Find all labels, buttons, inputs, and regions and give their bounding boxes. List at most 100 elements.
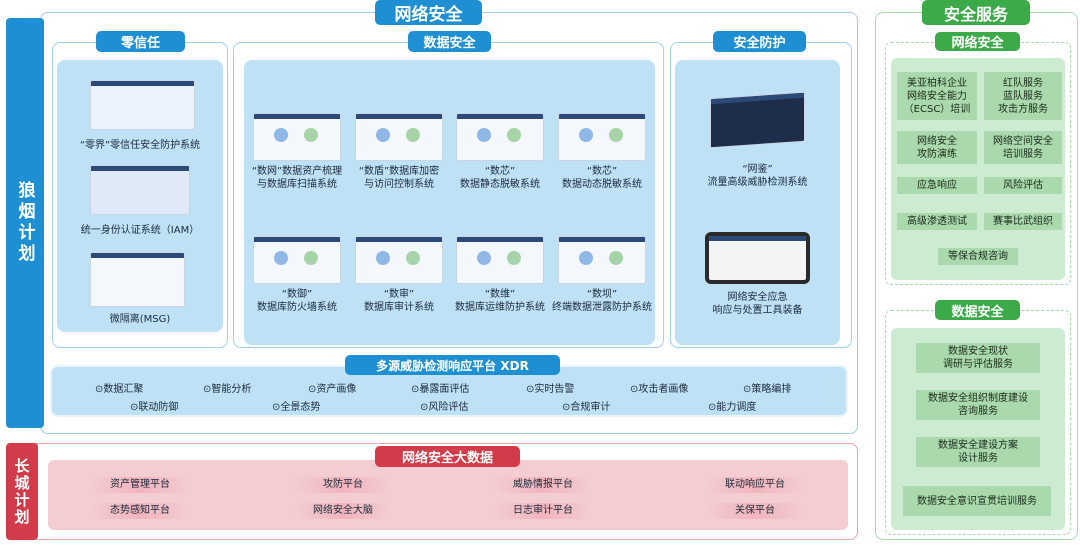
item-name: “数坝” (586, 289, 618, 300)
bigdata-platform[interactable]: 资产管理平台 (90, 477, 190, 493)
circle-dot-icon: ⊙ (203, 384, 212, 395)
item-name: “数御” (281, 289, 313, 300)
item-desc: 数据库审计系统 (364, 302, 434, 313)
circle-dot-icon: ⊙ (130, 402, 139, 413)
data-service-item[interactable]: 数据安全组织制度建设咨询服务 (916, 390, 1040, 420)
xdr-feature[interactable]: ⊙风险评估 (420, 398, 468, 413)
xdr-feature[interactable]: ⊙资产画像 (308, 380, 356, 395)
service-line: 高级渗透测试 (907, 216, 967, 227)
network-service-item[interactable]: 赛事比武组织 (984, 213, 1062, 230)
item-name: “数芯” (586, 166, 618, 177)
bigdata-platform[interactable]: 网络安全大脑 (293, 503, 393, 519)
wangjian-desc: 流量高级威胁检测系统 (707, 177, 808, 188)
bigdata-platform[interactable]: 联动响应平台 (705, 477, 805, 493)
emergency-item[interactable]: 网络安全应急响应与处置工具装备 (675, 291, 840, 317)
shuxin-dynamic-item[interactable]: “数芯” 数据动态脱敏系统 (540, 165, 664, 191)
network-security-title: 网络安全 (375, 0, 482, 25)
circle-dot-icon: ⊙ (743, 384, 752, 395)
network-service-item[interactable]: 红队服务蓝队服务攻击方服务 (984, 72, 1062, 120)
network-service-item[interactable]: 风险评估 (984, 177, 1062, 194)
bigdata-platform[interactable]: 关保平台 (705, 503, 805, 519)
feature-label: 数据汇聚 (103, 384, 144, 395)
emergency-kit-image (705, 232, 810, 284)
xdr-feature[interactable]: ⊙暴露面评估 (411, 380, 469, 395)
msg-item[interactable]: 微隔离(MSG) (109, 314, 171, 325)
xdr-feature[interactable]: ⊙数据汇聚 (95, 380, 143, 395)
circle-dot-icon: ⊙ (95, 384, 104, 395)
shuba-screenshot (558, 236, 646, 284)
service-line: 红队服务 (1003, 77, 1043, 89)
shudun-item[interactable]: “数盾”数据库加密 与访问控制系统 (337, 165, 461, 191)
circle-dot-icon: ⊙ (630, 384, 639, 395)
feature-label: 全景态势 (280, 402, 321, 413)
iam-screenshot (90, 165, 190, 215)
item-name: “数审” (383, 289, 415, 300)
shuxin-static-item[interactable]: “数芯” 数据静态脱敏系统 (438, 165, 562, 191)
shuwei-screenshot (456, 236, 544, 284)
service-line: 数据安全现状 (948, 346, 1008, 357)
service-line: 应急响应 (917, 180, 957, 191)
shuwang-item[interactable]: “数网”数据资产梳理 与数据库扫描系统 (235, 165, 359, 191)
bigdata-title: 网络安全大数据 (375, 446, 520, 467)
feature-label: 资产画像 (316, 384, 357, 395)
item-desc: 终端数据泄露防护系统 (552, 302, 652, 313)
network-service-item[interactable]: 网络空间安全培训服务 (984, 131, 1062, 164)
item-name: “数维” (484, 289, 516, 300)
svc-network-title: 网络安全 (935, 32, 1020, 51)
bigdata-platform[interactable]: 威胁情报平台 (493, 477, 593, 493)
item-desc: 数据库防火墙系统 (257, 302, 337, 313)
shuwei-item[interactable]: “数维” 数据库运维防护系统 (438, 288, 562, 314)
service-line: 攻防演练 (917, 148, 957, 160)
data-service-item[interactable]: 数据安全现状调研与评估服务 (916, 343, 1040, 373)
shuba-item[interactable]: “数坝” 终端数据泄露防护系统 (540, 288, 664, 314)
service-line: 网络安全 (917, 135, 957, 147)
service-line: 美亚柏科企业 (906, 77, 967, 89)
wangjian-name: “网鉴” (742, 164, 773, 175)
feature-label: 智能分析 (211, 384, 252, 395)
bigdata-platform[interactable]: 日志审计平台 (493, 503, 593, 519)
item-name: “数盾”数据库加密 (358, 166, 440, 177)
circle-dot-icon: ⊙ (526, 384, 535, 395)
xdr-feature[interactable]: ⊙合规审计 (562, 398, 610, 413)
services-title: 安全服务 (922, 0, 1030, 25)
shudun-screenshot (355, 113, 443, 161)
network-service-item[interactable]: 等保合规咨询 (938, 248, 1018, 265)
network-service-item[interactable]: 高级渗透测试 (897, 213, 977, 230)
xdr-feature[interactable]: ⊙实时告警 (526, 380, 574, 395)
zero-trust-item[interactable]: “零界”零信任安全防护系统 (79, 140, 201, 151)
data-service-item[interactable]: 数据安全意识宣贯培训服务 (903, 486, 1051, 516)
bigdata-platform[interactable]: 态势感知平台 (90, 503, 190, 519)
service-line: 攻击方服务 (998, 103, 1048, 115)
service-line: （ECSC）培训 (903, 103, 971, 115)
network-service-item[interactable]: 美亚柏科企业网络安全能力（ECSC）培训 (897, 72, 977, 120)
xdr-feature[interactable]: ⊙联动防御 (130, 398, 178, 413)
iam-item[interactable]: 统一身份认证系统（IAM） (80, 225, 200, 236)
item-desc: 与数据库扫描系统 (257, 179, 337, 190)
service-line: 培训服务 (1003, 148, 1043, 160)
circle-dot-icon: ⊙ (308, 384, 317, 395)
shushen-item[interactable]: “数审” 数据库审计系统 (337, 288, 461, 314)
xdr-feature[interactable]: ⊙能力调度 (708, 398, 756, 413)
data-service-item[interactable]: 数据安全建设方案设计服务 (916, 437, 1040, 467)
bigdata-inner (48, 460, 848, 530)
xdr-feature[interactable]: ⊙攻击者画像 (630, 380, 688, 395)
service-line: 咨询服务 (958, 406, 998, 417)
network-service-item[interactable]: 应急响应 (897, 177, 977, 194)
xdr-feature[interactable]: ⊙策略编排 (743, 380, 791, 395)
network-service-item[interactable]: 网络安全攻防演练 (897, 131, 977, 164)
shuyu-item[interactable]: “数御” 数据库防火墙系统 (235, 288, 359, 314)
wangjian-item[interactable]: “网鉴” 流量高级威胁检测系统 (675, 163, 840, 189)
shuxin-static-screenshot (456, 113, 544, 161)
service-line: 数据安全组织制度建设 (928, 393, 1028, 404)
feature-label: 实时告警 (534, 384, 575, 395)
service-line: 等保合规咨询 (948, 251, 1008, 262)
service-line: 设计服务 (958, 453, 998, 464)
service-line: 数据安全意识宣贯培训服务 (917, 495, 1037, 507)
item-name: “数芯” (484, 166, 516, 177)
bigdata-platform[interactable]: 攻防平台 (293, 477, 393, 493)
xdr-feature[interactable]: ⊙全景态势 (272, 398, 320, 413)
xdr-feature[interactable]: ⊙智能分析 (203, 380, 251, 395)
emergency-name: 网络安全应急 (727, 292, 788, 303)
item-desc: 数据库运维防护系统 (455, 302, 545, 313)
feature-label: 风险评估 (428, 402, 469, 413)
